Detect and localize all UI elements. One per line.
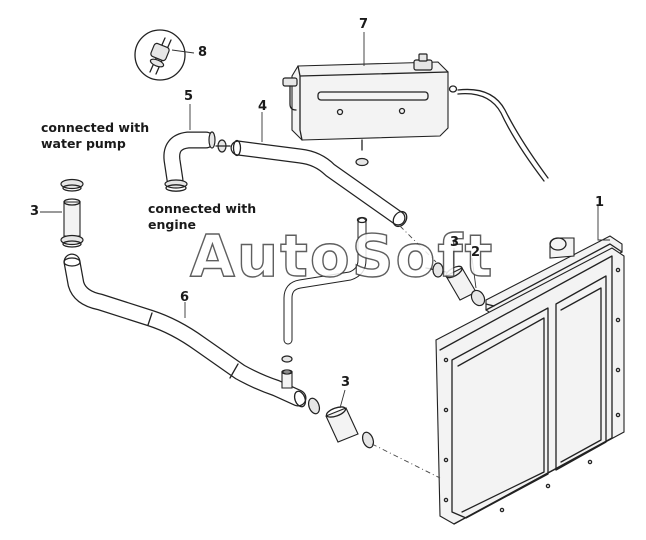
overflow-tube	[457, 88, 549, 179]
clamp	[355, 157, 369, 167]
callout-3-bottom: 3	[341, 375, 351, 390]
detail-inset-8	[134, 29, 195, 81]
hose-6	[63, 253, 307, 408]
callout-6: 6	[180, 290, 190, 305]
hose-3-bottom	[307, 397, 375, 449]
note-water-pump: connected with water pump	[41, 120, 150, 151]
callout-7: 7	[359, 17, 369, 32]
callout-5: 5	[184, 89, 194, 104]
expansion-tank	[282, 53, 458, 151]
note-engine: connected with engine	[148, 201, 257, 232]
radiator	[435, 235, 625, 525]
hose-3-left	[60, 178, 84, 248]
hose-3-upper	[425, 262, 486, 307]
vent-hose	[283, 216, 368, 345]
callout-4: 4	[258, 99, 268, 114]
callout-1: 1	[595, 195, 605, 210]
hose-connector	[215, 139, 231, 153]
hose-5-elbow	[163, 131, 216, 192]
callout-8: 8	[198, 45, 208, 60]
hose-4	[230, 139, 408, 228]
callout-3-left: 3	[30, 204, 40, 219]
callout-2: 2	[471, 245, 481, 260]
callout-3-upper: 3	[450, 235, 460, 250]
